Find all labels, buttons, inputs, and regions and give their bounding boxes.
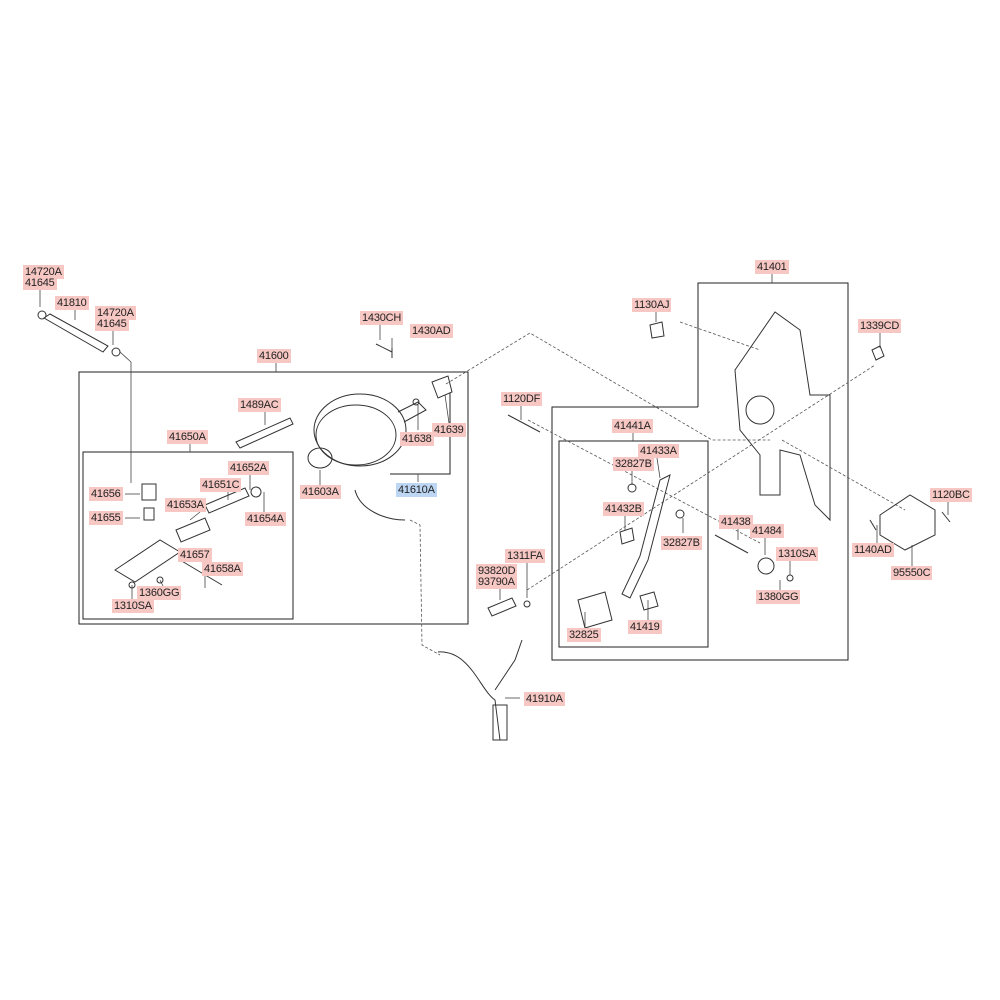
part-label-41432b[interactable]: 41432B <box>603 502 644 516</box>
part-label-14720a-2[interactable]: 14720A <box>95 306 136 320</box>
bush-32827b <box>627 483 637 493</box>
part-label-41657[interactable]: 41657 <box>178 548 212 562</box>
clevis-41639 <box>431 375 453 399</box>
reservoir-41656 <box>141 483 157 501</box>
part-label-93790a[interactable]: 93790A <box>476 575 517 589</box>
group-boxes <box>78 282 849 661</box>
parts <box>37 310 951 741</box>
boot-41653a <box>175 517 211 543</box>
part-label-41655[interactable]: 41655 <box>89 511 123 525</box>
bracket-hole <box>745 395 775 425</box>
nut-1339cd <box>871 345 885 361</box>
part-label-41658a[interactable]: 41658A <box>202 562 243 576</box>
part-label-41638[interactable]: 41638 <box>400 432 434 446</box>
push-rod-41810 <box>43 313 109 353</box>
nut-41638 <box>412 398 420 406</box>
leader-lines <box>39 272 949 699</box>
vacuum-hose <box>354 489 406 521</box>
part-label-41656[interactable]: 41656 <box>89 487 123 501</box>
ring-41652a <box>250 486 262 498</box>
cap-41655 <box>143 507 155 521</box>
box-41600 <box>78 371 469 625</box>
spring-41484 <box>757 557 775 575</box>
part-label-41433a[interactable]: 41433A <box>638 444 679 458</box>
bracket-41432b <box>619 527 635 545</box>
part-label-1120df[interactable]: 1120DF <box>501 392 543 406</box>
box-41650a <box>82 451 294 620</box>
pedal-pad-32825 <box>577 591 613 629</box>
part-label-1120bc[interactable]: 1120BC <box>930 488 972 502</box>
part-label-41639[interactable]: 41639 <box>432 423 466 437</box>
part-label-1140ad[interactable]: 1140AD <box>852 543 894 557</box>
part-label-41441a[interactable]: 41441A <box>612 419 653 433</box>
nut-1360gg <box>156 576 164 584</box>
part-label-93820d[interactable]: 93820D <box>476 564 518 578</box>
part-label-41810[interactable]: 41810 <box>55 296 89 310</box>
pedal-arm-41441a <box>621 474 671 599</box>
part-label-41603a[interactable]: 41603A <box>300 485 341 499</box>
bolt-1120df <box>507 414 541 433</box>
part-label-41438[interactable]: 41438 <box>719 515 753 529</box>
part-label-41652a[interactable]: 41652A <box>228 461 269 475</box>
part-label-41401[interactable]: 41401 <box>755 260 789 274</box>
part-label-1380gg[interactable]: 1380GG <box>756 590 801 604</box>
pin-41658a <box>179 559 223 586</box>
piston-41651c <box>204 487 250 514</box>
bush-32827b-2 <box>675 509 685 519</box>
bracket-41610a <box>390 393 451 475</box>
part-label-1310sa[interactable]: 1310SA <box>112 599 154 613</box>
part-label-1339cd[interactable]: 1339CD <box>858 319 902 333</box>
part-label-41910a[interactable]: 41910A <box>524 692 565 706</box>
part-label-32825[interactable]: 32825 <box>567 628 601 642</box>
part-label-1311fa[interactable]: 1311FA <box>505 549 545 563</box>
clip-1311fa <box>523 600 531 608</box>
connection-lines <box>409 321 906 656</box>
cylinder-body <box>114 539 181 583</box>
box-41401 <box>551 282 849 661</box>
part-label-1430ch[interactable]: 1430CH <box>360 311 404 325</box>
pin-41438 <box>714 534 749 554</box>
bolt-1310sa <box>128 581 136 589</box>
part-label-1310sa-2[interactable]: 1310SA <box>776 547 818 561</box>
hose-41910a-branch <box>494 639 523 691</box>
part-label-41653a[interactable]: 41653A <box>165 498 206 512</box>
part-label-1360gg[interactable]: 1360GG <box>137 586 182 600</box>
switch-93820d <box>487 597 517 617</box>
bolt-1140ad <box>869 519 877 531</box>
part-label-1130aj[interactable]: 1130AJ <box>632 298 672 312</box>
part-label-32827b-2[interactable]: 32827B <box>661 536 702 550</box>
pedal-bracket-41401 <box>734 311 831 522</box>
part-label-32827b[interactable]: 32827B <box>613 457 654 471</box>
booster-rod <box>397 401 427 423</box>
part-label-95550c[interactable]: 95550C <box>891 566 933 580</box>
clip-41645-1 <box>37 310 47 320</box>
brake-booster-face <box>315 404 397 466</box>
brake-booster <box>313 393 407 467</box>
part-label-41419[interactable]: 41419 <box>628 620 662 634</box>
part-label-41600[interactable]: 41600 <box>257 349 291 363</box>
bolt-1120bc <box>941 511 951 523</box>
part-label-41651c[interactable]: 41651C <box>200 478 242 492</box>
clip-41645-2 <box>111 347 121 357</box>
bolt-1310sa-2 <box>786 574 794 582</box>
bolt-1430ch <box>375 343 393 358</box>
part-label-41645[interactable]: 41645 <box>23 276 57 290</box>
box-41441a <box>558 440 709 648</box>
part-label-41610a[interactable]: 41610A <box>396 483 437 497</box>
plate-1489ac <box>235 417 294 449</box>
bolt-1130aj <box>649 321 665 339</box>
part-label-1489ac[interactable]: 1489AC <box>238 398 281 412</box>
stopper-41419 <box>639 591 659 611</box>
hose-41910a <box>437 651 501 741</box>
module-95550c <box>879 494 936 551</box>
gasket-41603a <box>307 447 333 469</box>
part-label-41650a[interactable]: 41650A <box>167 430 208 444</box>
part-label-41654a[interactable]: 41654A <box>245 512 286 526</box>
hose-connector <box>492 704 508 741</box>
part-label-41645-2[interactable]: 41645 <box>95 317 129 331</box>
part-label-1430ad[interactable]: 1430AD <box>410 324 453 338</box>
part-label-41484[interactable]: 41484 <box>750 524 784 538</box>
part-label-14720a[interactable]: 14720A <box>23 265 64 279</box>
